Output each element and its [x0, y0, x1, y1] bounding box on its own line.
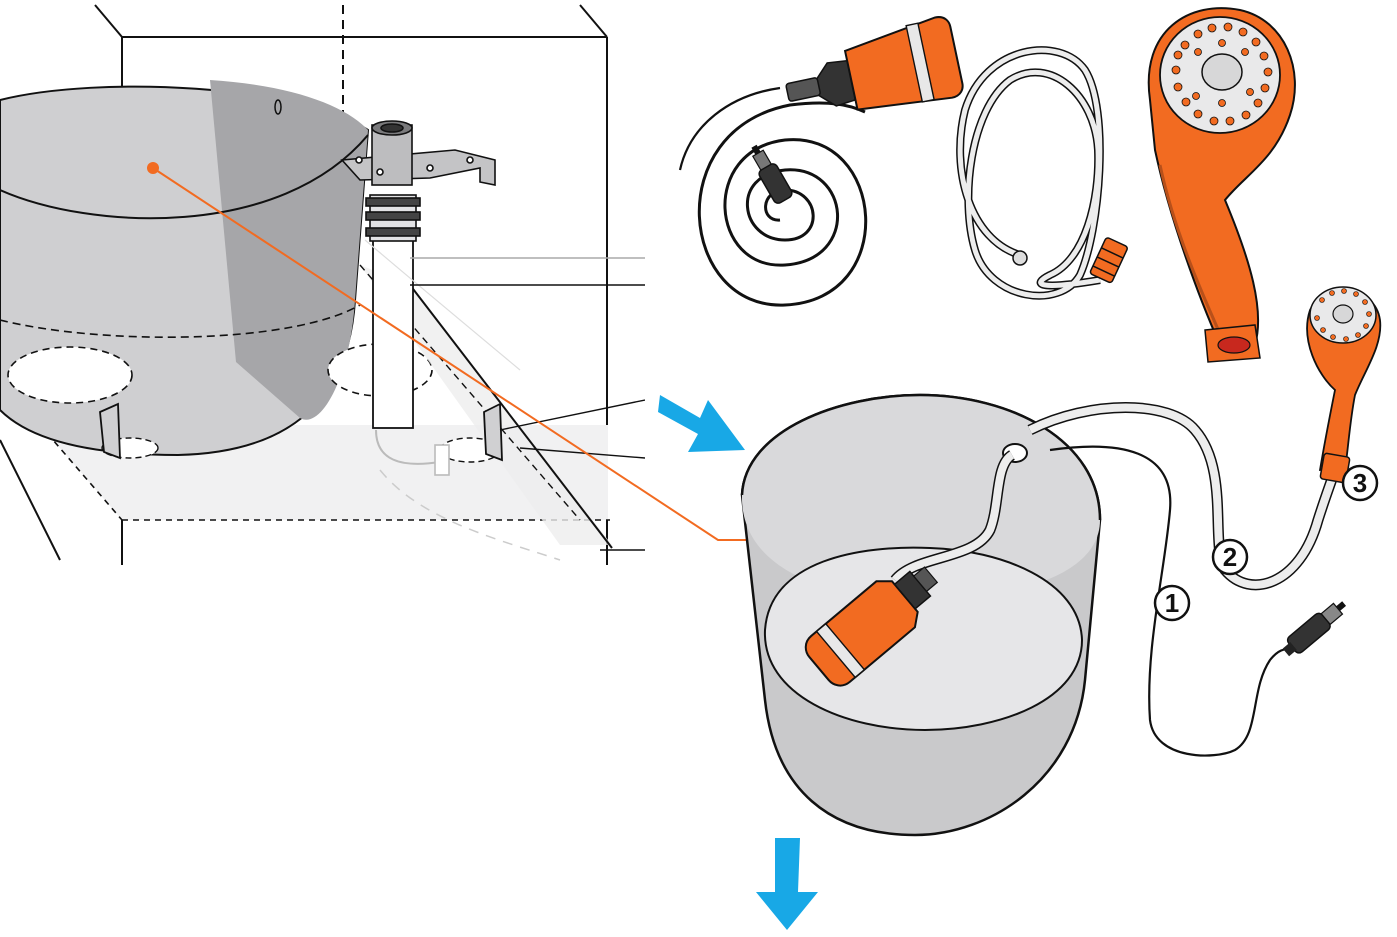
tank-shadow: [210, 80, 368, 420]
shower-head-icon: [1147, 7, 1296, 363]
portable-tank: [740, 393, 1102, 837]
svg-text:2: 2: [1223, 542, 1237, 572]
direction-arrow-icon: [756, 838, 818, 930]
power-cord: [1049, 445, 1291, 757]
mounting-clip-left: [99, 402, 121, 460]
installed-tank-scene: [0, 4, 645, 565]
mounting-clip-right: [483, 402, 503, 462]
cigarette-lighter-plug-icon: [1282, 601, 1347, 657]
tank-rim-inner: [0, 134, 369, 220]
pump-with-cord-icon: [678, 16, 964, 307]
inner-hose: [890, 450, 1016, 584]
callout-3: 3: [1341, 464, 1379, 502]
pump-in-tank: [804, 566, 939, 687]
shower-head-icon: [1306, 286, 1382, 484]
sloped-panel: [359, 264, 613, 549]
coiled-hose-icon: [956, 46, 1128, 300]
callout-2: 2: [1211, 538, 1249, 576]
svg-text:3: 3: [1353, 468, 1367, 498]
tank-fill-hole: [274, 99, 282, 115]
drain-fitting: [340, 120, 496, 242]
direction-arrow-icon: [658, 395, 745, 452]
svg-text:1: 1: [1165, 588, 1179, 618]
callout-1: 1: [1153, 584, 1191, 622]
